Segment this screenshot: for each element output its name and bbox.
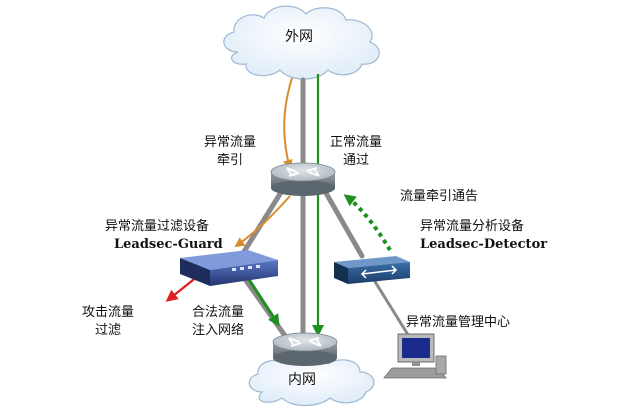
physical-links <box>237 77 412 343</box>
abnormal-traction-label-line2: 牵引 <box>217 153 244 168</box>
normal-pass-label-line2: 通过 <box>343 153 370 168</box>
analysis-device-label: 异常流量分析设备 <box>420 219 525 234</box>
link-router-detector <box>319 183 365 259</box>
mgmt-center-label: 异常流量管理中心 <box>406 315 511 330</box>
abnormal-traction-arrows <box>234 77 293 248</box>
normal-pass-label-line1: 正常流量 <box>330 135 383 150</box>
router-icon <box>272 332 338 366</box>
filter-device-label: 异常流量过滤设备 <box>105 219 210 234</box>
analysis-product-label: Leadsec-Detector <box>420 237 548 252</box>
attack-filter-label-line2: 过滤 <box>95 323 122 338</box>
internal-cloud-label: 内网 <box>288 372 316 388</box>
filter-product-label: Leadsec-Guard <box>114 237 223 252</box>
link-detector-pc <box>372 278 412 340</box>
link-guard-router <box>237 269 291 343</box>
switch-icon <box>334 256 410 284</box>
external-cloud <box>223 5 380 80</box>
internal-cloud <box>248 354 375 407</box>
abnormal-traction-label-line1: 异常流量 <box>204 135 257 150</box>
attack-filter-arrow <box>165 275 199 302</box>
legit-inject-label-line2: 注入网络 <box>192 323 245 338</box>
computer-icon <box>383 333 447 379</box>
legit-inject-label-line1: 合法流量 <box>192 305 245 320</box>
filter-appliance-icon <box>180 250 278 286</box>
external-cloud-label: 外网 <box>285 29 313 45</box>
traction-notice-arrow <box>343 194 392 252</box>
link-router-guard <box>237 183 288 261</box>
attack-filter-label-line1: 攻击流量 <box>82 305 135 320</box>
normal-traffic-arrows <box>246 74 324 337</box>
router-icon <box>270 162 336 196</box>
traction-notice-label: 流量牵引通告 <box>400 189 479 204</box>
